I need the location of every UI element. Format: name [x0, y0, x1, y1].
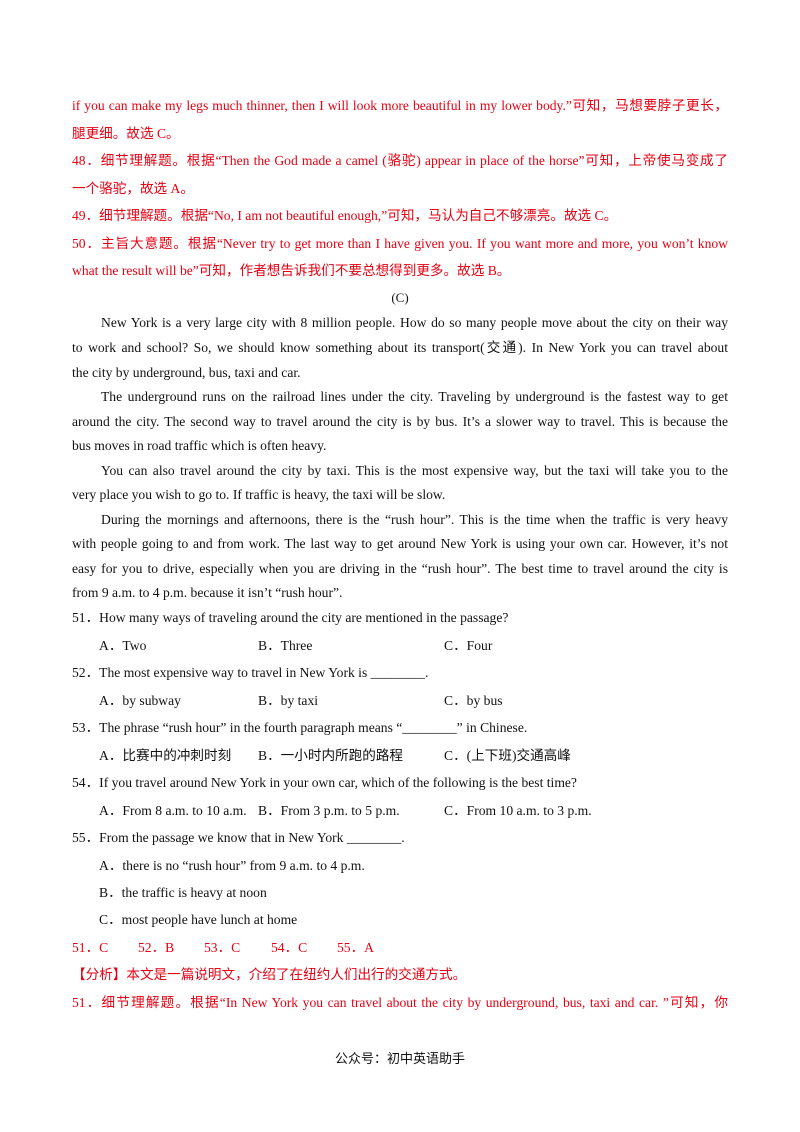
passage-line: the city by underground, bus, taxi and c…: [72, 365, 301, 380]
analysis-51: 51．细节理解题。根据“In New York you can travel a…: [72, 995, 728, 1010]
option-55-b: B．the traffic is heavy at noon: [99, 885, 267, 900]
analysis-summary: 【分析】本文是一篇说明文，介绍了在纽约人们出行的交通方式。: [72, 967, 467, 982]
option-52-c: C．by bus: [444, 693, 503, 708]
answer-51: 51．C: [72, 940, 109, 955]
passage-line: You can also travel around the city by t…: [101, 463, 728, 478]
passage-line: easy for you to drive, especially when y…: [72, 561, 728, 576]
analysis-50-line2: what the result will be”可知，作者想告诉我们不要总想得到…: [72, 263, 511, 278]
analysis-line: if you can make my legs much thinner, th…: [72, 98, 728, 113]
passage-line: around the city. The second way to trave…: [72, 414, 728, 429]
analysis-50-line1: 50．主旨大意题。根据“Never try to get more than I…: [72, 236, 728, 251]
option-51-a: A．Two: [99, 638, 147, 653]
option-51-c: C．Four: [444, 638, 493, 653]
analysis-48-line1: 48．细节理解题。根据“Then the God made a camel (骆…: [72, 153, 728, 168]
answer-54: 54．C: [271, 940, 308, 955]
answer-55: 55．A: [337, 940, 375, 955]
option-52-b: B．by taxi: [258, 693, 319, 708]
passage-line: from 9 a.m. to 4 p.m. because it isn’t “…: [72, 585, 343, 600]
analysis-49: 49．细节理解题。根据“No, I am not beautiful enoug…: [72, 208, 618, 223]
passage-line: During the mornings and afternoons, ther…: [101, 512, 728, 527]
passage-line: to work and school? So, we should know s…: [72, 340, 728, 355]
answer-52: 52．B: [138, 940, 175, 955]
passage-line: very place you wish to go to. If traffic…: [72, 487, 446, 502]
option-55-a: A．there is no “rush hour” from 9 a.m. to…: [99, 858, 365, 873]
analysis-48-line2: 一个骆驼，故选 A。: [72, 181, 194, 196]
passage-line: New York is a very large city with 8 mil…: [101, 315, 728, 330]
question-54: 54．If you travel around New York in your…: [72, 775, 577, 790]
answer-53: 53．C: [204, 940, 241, 955]
analysis-line: 腿更细。故选 C。: [72, 126, 180, 141]
option-53-a: A．比赛中的冲刺时刻: [99, 748, 232, 763]
passage-line: bus moves in road traffic which is often…: [72, 438, 327, 453]
option-55-c: C．most people have lunch at home: [99, 912, 298, 927]
page-footer: 公众号：初中英语助手: [334, 1051, 465, 1066]
option-54-a: A．From 8 a.m. to 10 a.m.: [99, 803, 247, 818]
passage-line: with people going to and from work. The …: [72, 536, 728, 551]
question-53: 53．The phrase “rush hour” in the fourth …: [72, 720, 528, 735]
section-label: (C): [391, 290, 409, 305]
question-55: 55．From the passage we know that in New …: [72, 830, 405, 845]
option-53-c: C．(上下班)交通高峰: [444, 748, 571, 763]
option-54-c: C．From 10 a.m. to 3 p.m.: [444, 803, 592, 818]
question-51: 51．How many ways of traveling around the…: [72, 610, 509, 625]
passage-line: The underground runs on the railroad lin…: [101, 389, 728, 404]
question-52: 52．The most expensive way to travel in N…: [72, 665, 429, 680]
option-52-a: A．by subway: [99, 693, 181, 708]
option-54-b: B．From 3 p.m. to 5 p.m.: [258, 803, 400, 818]
option-51-b: B．Three: [258, 638, 313, 653]
option-53-b: B．一小时内所跑的路程: [258, 748, 404, 763]
